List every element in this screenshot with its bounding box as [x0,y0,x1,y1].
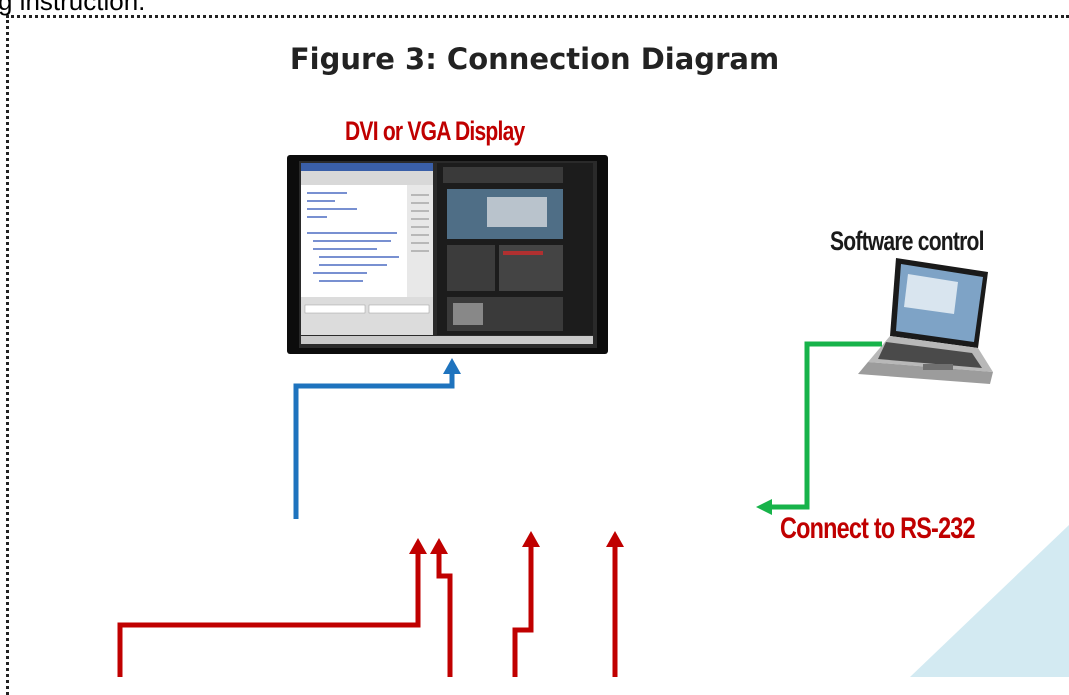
software-control-label: Software control [830,226,984,256]
input-connection-lines [117,545,618,677]
corner-decoration [910,525,1069,677]
dotted-frame [6,15,1069,695]
laptop-image [838,252,996,402]
input-arrowheads [409,531,624,554]
partial-instruction-text: g instruction. [0,0,146,16]
connection-lines [117,341,882,677]
rs232-label: Connect to RS-232 [780,512,976,545]
serial-connection-line [756,341,882,515]
monitor-image [287,155,608,354]
video-connection-line [293,358,461,519]
display-label: DVI or VGA Display [345,116,525,146]
figure-title: Figure 3: Connection Diagram [289,42,780,76]
